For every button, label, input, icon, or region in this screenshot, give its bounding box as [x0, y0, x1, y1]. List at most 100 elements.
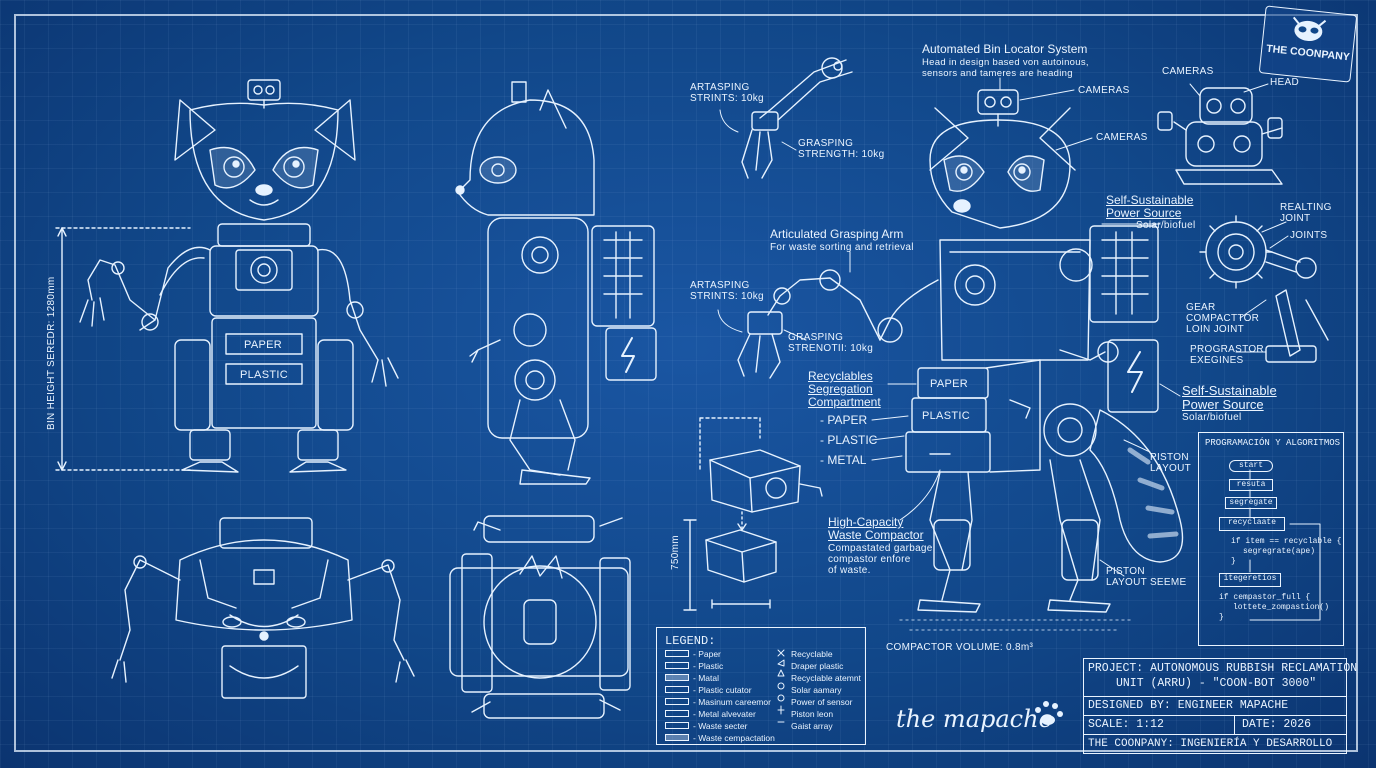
head-detail: [1158, 88, 1282, 184]
legend-right-item: Solar aamary: [791, 685, 842, 695]
realting-joint-label: REALTING JOINT: [1280, 202, 1332, 224]
legend-swatch: [665, 710, 689, 717]
legend-left-item: - Paper: [693, 649, 721, 659]
signature: the mapache: [896, 705, 1053, 733]
piston-layout-label: PISTON LAYOUT: [1150, 452, 1192, 474]
flow-step-2: resuta: [1229, 479, 1273, 491]
piston-layout-seeme-label: PISTON LAYOUT SEEME: [1106, 566, 1187, 588]
title-divider: [1234, 716, 1235, 734]
flow-start: start: [1229, 460, 1273, 472]
legend-right-item: Piston leon: [791, 709, 834, 719]
front-paper-label: PAPER: [244, 339, 282, 351]
list-metal: - METAL: [820, 453, 867, 467]
legend-swatch: [665, 734, 689, 741]
legend-glyphs: [778, 650, 784, 722]
arm-detail: [742, 58, 852, 178]
raccoon-logo-icon: [1292, 16, 1327, 42]
joints-label: JOINTS: [1290, 230, 1328, 241]
bin-locator-desc-1: Head in design based von autoinous,: [922, 57, 1089, 68]
legend-swatch: [665, 674, 689, 681]
legend-title: LEGEND:: [665, 634, 716, 648]
legend-swatch: [665, 698, 689, 705]
head-label: HEAD: [1270, 77, 1299, 88]
articulated-arm-title: Articulated Grasping Arm: [770, 227, 904, 241]
paw-icon: [1035, 701, 1063, 725]
grasping-top-label: GRASPING STRENGTH: 10kg: [798, 138, 885, 160]
main-robot: [738, 90, 1183, 630]
program-title: PROGRAMACIÓN Y ALGORITMOS: [1205, 438, 1341, 448]
compactor-detail: [684, 418, 822, 610]
list-paper: - PAPER: [820, 413, 868, 427]
legend-right-item: Power of sensor: [791, 697, 853, 707]
legend-swatch: [665, 662, 689, 669]
joint-detail: [1200, 216, 1328, 362]
list-plastic: - PLASTIC: [820, 433, 878, 447]
program-panel: PROGRAMACIÓN Y ALGORITMOS start resuta s…: [1198, 432, 1344, 646]
leader-lines: [718, 78, 1288, 576]
legend-right-item: Draper plastic: [791, 661, 844, 671]
compactor-title: High-Capacity Waste Compactor: [828, 515, 924, 543]
artasping-mid-label: ARTASPING STRINTS: 10kg: [690, 280, 764, 302]
company-logo-badge: THE COONPANY: [1258, 5, 1358, 83]
code-line-2c: }: [1219, 613, 1224, 622]
title-scale-row: SCALE: 1:12 DATE: 2026: [1084, 716, 1346, 735]
scale-label: SCALE: 1:12: [1088, 718, 1164, 731]
legend-left-item: - Plastic: [693, 661, 724, 671]
bin-locator-desc-2: sensors and tameres are heading: [922, 68, 1073, 79]
title-company-row: THE COONPANY: INGENIERÍA Y DESARROLLO: [1084, 735, 1346, 753]
legend-left-item: - Metal alvevater: [693, 709, 756, 719]
program-flowchart-lines: [1250, 470, 1320, 620]
gear-compactor-label: GEAR COMPACTTOR LOIN JOINT: [1186, 302, 1260, 335]
legend-right-item: Recyclable atemnt: [791, 673, 861, 683]
prograstor-label: PROGRASTOR EXEGINES: [1190, 344, 1264, 366]
legend-box: LEGEND: - Paper - Plastic - Matal - Plas…: [656, 627, 866, 745]
drawer-paper-label: PAPER: [930, 378, 968, 390]
code-line-1a: if item == recyclable {: [1231, 537, 1342, 546]
drawer-plastic-label: PLASTIC: [922, 410, 970, 422]
cameras-label-head: CAMERAS: [1162, 66, 1214, 77]
project-line-2: UNIT (ARRU) - "COON-BOT 3000": [1116, 677, 1317, 690]
company-label: THE COONPANY: INGENIERÍA Y DESARROLLO: [1088, 738, 1333, 750]
blueprint-frame: [14, 14, 1358, 752]
cameras-label-top: CAMERAS: [1078, 85, 1130, 96]
flow-step-3: segregate: [1225, 497, 1277, 509]
compactor-dimension-label: 750mm: [670, 535, 681, 570]
project-line-1: PROJECT: AUTONOMOUS RUBBISH RECLAMATION: [1088, 662, 1358, 675]
legend-left-item: - Masinum careemor: [693, 697, 771, 707]
legend-right-item: Gaist array: [791, 721, 833, 731]
legend-left-item: - Plastic cutator: [693, 685, 752, 695]
cameras-label-mid: CAMERAS: [1096, 132, 1148, 143]
flow-decision-2: itegeretios: [1219, 573, 1281, 587]
compactor-desc: Compastated garbage compastor enfore of …: [828, 543, 933, 576]
code-line-1b: segregrate(ape): [1243, 547, 1316, 556]
power-source-top-title: Self-Sustainable Power Source: [1106, 193, 1194, 221]
grasping-mid-label: GRASPING STRENOTII: 10kg: [788, 332, 874, 354]
power-source-low-desc: Solar/biofuel: [1182, 412, 1242, 423]
front-plastic-label: PLASTIC: [240, 369, 288, 381]
date-label: DATE: 2026: [1242, 718, 1312, 731]
code-line-1c: }: [1231, 557, 1236, 566]
front-view-robot: [80, 80, 398, 472]
articulated-arm-desc: For waste sorting and retrieval: [770, 242, 914, 253]
title-block: PROJECT: AUTONOMOUS RUBBISH RECLAMATION …: [1083, 658, 1357, 754]
height-dimension: [56, 228, 190, 470]
recyclables-title: Recyclables Segregation Compartment: [808, 369, 881, 410]
legend-swatch: [665, 686, 689, 693]
bin-locator-title: Automated Bin Locator System: [922, 42, 1088, 56]
code-line-2a: if cempastor_full {: [1219, 593, 1311, 602]
legend-swatch: [665, 722, 689, 729]
legend-right-item: Recyclable: [791, 649, 833, 659]
code-line-2b: lottete_zompastion(): [1233, 603, 1330, 612]
title-project-row: PROJECT: AUTONOMOUS RUBBISH RECLAMATION …: [1084, 659, 1357, 697]
power-source-top-desc: Solar/biofuel: [1136, 220, 1196, 231]
title-designed-row: DESIGNED BY: ENGINEER MAPACHE: [1084, 697, 1346, 716]
legend-left-item: - Waste secter: [693, 721, 748, 731]
legend-left-item: - Waste cempactation: [693, 733, 775, 743]
legend-swatch: [665, 650, 689, 657]
logo-text: THE COONPANY: [1265, 42, 1351, 64]
power-source-low-title: Self-Sustainable Power Source: [1182, 383, 1277, 413]
artasping-top-label: ARTASPING STRINTS: 10kg: [690, 82, 764, 104]
bottom-view-robot: [450, 516, 630, 718]
